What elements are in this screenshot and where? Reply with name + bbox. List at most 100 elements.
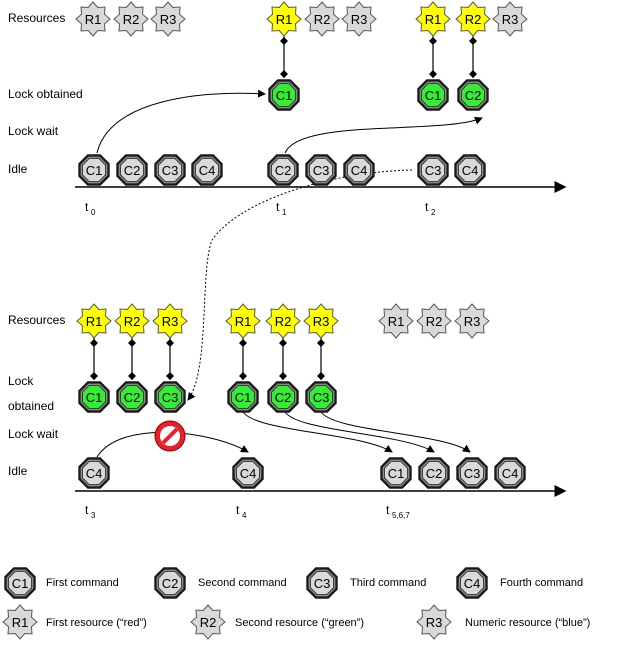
- lock-link-r3-c3-t3: [166, 338, 174, 380]
- resource-r1-t3: R1: [76, 303, 112, 339]
- row-label-lock-wait-bottom: Lock wait: [8, 427, 59, 441]
- arrow-c2-idle-to-lock: [284, 116, 483, 154]
- command-c2-t2-locked: C2: [457, 79, 489, 111]
- command-c3-t2: C3: [417, 154, 449, 186]
- command-c1-t1-locked: C1: [268, 79, 300, 111]
- transition-arrows: [96, 89, 483, 458]
- resource-r1-t4: R1: [225, 303, 261, 339]
- command-c1-t4-locked: C1: [227, 381, 259, 413]
- row-label-resources-bottom: Resources: [8, 313, 65, 327]
- command-c4-t3: C4: [78, 457, 110, 489]
- command-c2-t3-locked: C2: [116, 381, 148, 413]
- lock-link-r2-c2-t4: [279, 338, 287, 380]
- legend-c2-icon-label: C2: [162, 576, 179, 591]
- resource-r2-t2-label: R2: [465, 12, 482, 27]
- legend-r1-text: First resource (“red”): [46, 617, 147, 629]
- svg-text:3: 3: [91, 511, 96, 520]
- command-c3-t1-label: C3: [313, 163, 330, 178]
- row-label-idle-top: Idle: [8, 162, 28, 176]
- legend-r2-icon-label: R2: [200, 615, 217, 630]
- command-c3-t3-locked: C3: [154, 381, 186, 413]
- resource-r2-t3: R2: [114, 303, 150, 339]
- command-c2-t4-locked: C2: [267, 381, 299, 413]
- command-c3-t4-locked-label: C3: [313, 390, 330, 405]
- resource-r3-t0-label: R3: [160, 12, 177, 27]
- row-label-lock-obtained-bottom-2: obtained: [8, 399, 54, 413]
- command-c4-t3-label: C4: [86, 466, 103, 481]
- command-c3-t1: C3: [305, 154, 337, 186]
- arrow-c1-release: [241, 409, 393, 453]
- row-label-resources-top: Resources: [8, 11, 65, 25]
- legend-c3-icon-label: C3: [314, 576, 331, 591]
- resource-r1-t3-label: R1: [86, 314, 103, 329]
- command-c2-t5-label: C2: [426, 466, 443, 481]
- command-c1-t5: C1: [380, 457, 412, 489]
- resource-r1-t4-label: R1: [235, 314, 252, 329]
- resource-r2-t0-label: R2: [123, 12, 140, 27]
- lock-link-r1-c1-t2: [429, 36, 437, 78]
- command-c3-t5-label: C3: [464, 466, 481, 481]
- legend-c4-icon-label: C4: [464, 576, 481, 591]
- resource-r3-t3: R3: [152, 303, 188, 339]
- command-c2-t2-locked-label: C2: [465, 88, 482, 103]
- legend-r3-icon: R3: [416, 604, 452, 640]
- resource-r3-t4-label: R3: [313, 314, 330, 329]
- command-c4-t0-label: C4: [199, 163, 216, 178]
- command-c1-t3-locked-label: C1: [86, 390, 103, 405]
- legend-r1-icon-label: R1: [12, 615, 29, 630]
- command-c4-t1: C4: [343, 154, 375, 186]
- legend-c1-icon-label: C1: [12, 576, 29, 591]
- lock-link-r1-c1-t4: [239, 338, 247, 380]
- command-c3-t0-label: C3: [162, 163, 179, 178]
- svg-text:0: 0: [91, 208, 96, 217]
- arrow-c3-idle-to-lock: [187, 169, 413, 401]
- resource-r3-t1-label: R3: [351, 12, 368, 27]
- svg-text:t: t: [85, 200, 89, 214]
- resource-r1-t5-label: R1: [388, 314, 405, 329]
- lock-connectors: [90, 36, 477, 380]
- lock-link-r1-c1-t3: [90, 338, 98, 380]
- command-c2-t1-label: C2: [275, 163, 292, 178]
- row-label-idle-bottom: Idle: [8, 464, 28, 478]
- command-c3-t5: C3: [456, 457, 488, 489]
- legend-r3-icon-label: R3: [426, 615, 443, 630]
- command-c2-t1: C2: [267, 154, 299, 186]
- command-c1-t0-label: C1: [86, 163, 103, 178]
- resource-r2-t0: R2: [113, 1, 149, 37]
- legend-c3-text: Third command: [350, 577, 426, 589]
- command-c4-t5-label: C4: [502, 466, 519, 481]
- command-c4-t0: C4: [191, 154, 223, 186]
- resource-r3-t3-label: R3: [162, 314, 179, 329]
- legend-r2-icon: R2: [190, 604, 226, 640]
- legend-c3-icon: C3: [306, 567, 338, 599]
- lock-link-r1-c1-t1: [280, 36, 288, 78]
- resource-r2-t5-label: R2: [426, 314, 443, 329]
- resource-r2-t5: R2: [416, 303, 452, 339]
- resource-r2-t4-label: R2: [275, 314, 292, 329]
- command-c4-t4: C4: [232, 457, 264, 489]
- resource-r1-t1: R1: [266, 1, 302, 37]
- row-label-lock-obtained-bottom-1: Lock: [8, 374, 34, 388]
- arrow-c2-release: [283, 409, 435, 453]
- legend-c2-text: Second command: [198, 577, 287, 589]
- command-c1-t4-locked-label: C1: [235, 390, 252, 405]
- legend-c4-text: Fourth command: [500, 577, 583, 589]
- resource-r3-t5: R3: [454, 303, 490, 339]
- resource-r2-t1-label: R2: [314, 12, 331, 27]
- svg-text:t: t: [425, 200, 429, 214]
- lock-link-r2-c2-t3: [128, 338, 136, 380]
- command-c3-t4-locked: C3: [305, 381, 337, 413]
- command-c1-t5-label: C1: [388, 466, 405, 481]
- svg-text:t: t: [276, 200, 280, 214]
- command-c4-t2-label: C4: [462, 163, 479, 178]
- command-c2-t0-label: C2: [124, 163, 141, 178]
- legend-c1-text: First command: [46, 577, 119, 589]
- legend-c1-icon: C1: [4, 567, 36, 599]
- command-c3-t3-locked-label: C3: [162, 390, 179, 405]
- resource-r1-t0: R1: [75, 1, 111, 37]
